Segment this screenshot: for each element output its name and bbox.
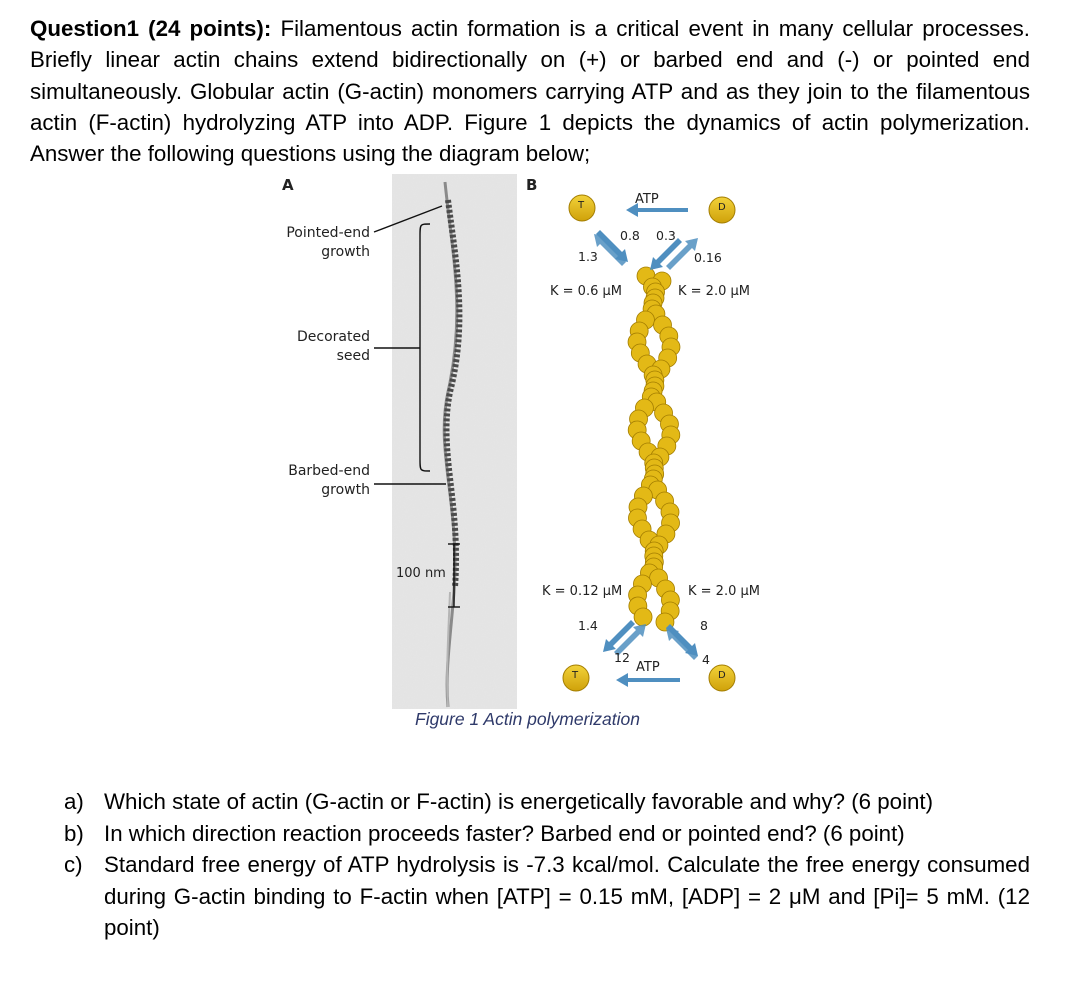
bottom-rate-off-t: 1.4 [578, 618, 598, 633]
figure-actin-polymerization: A B Pointed-end growth Decorated seed Ba… [270, 172, 790, 732]
micrograph-panel [392, 174, 517, 709]
question-c-marker: c) [64, 852, 83, 877]
top-atp-label: ATP [635, 192, 659, 207]
kinetic-arrows [594, 203, 698, 687]
top-t-monomer-label: T [578, 200, 585, 211]
top-d-monomer-label: D [718, 202, 726, 213]
bottom-rate-on-d: 8 [700, 618, 708, 633]
question-b-marker: b) [64, 820, 84, 846]
top-rate-on-d: 0.16 [694, 250, 722, 265]
question-b: b) In which direction reaction proceeds f… [64, 818, 1030, 850]
bottom-atp-label: ATP [636, 660, 660, 675]
top-rate-off-d: 0.3 [656, 228, 676, 243]
seed-bracket [373, 205, 446, 485]
question-a-marker: a) [64, 789, 84, 814]
scale-bar-label: 100 nm [396, 566, 446, 581]
decorated-seed-label: Decorated seed [297, 329, 370, 364]
panel-b-label: B [526, 176, 538, 194]
bottom-d-monomer-label: D [718, 670, 726, 681]
question-list: a) Which state of actin (G-actin or F-act… [64, 786, 1030, 944]
question-a-text: Which state of actin (G-actin or F-actin… [104, 789, 934, 814]
question-a: a) Which state of actin (G-actin or F-act… [64, 786, 1030, 818]
bottom-k-d: K = 2.0 μM [688, 584, 760, 599]
question-heading: Question1 (24 points): [30, 16, 272, 41]
scale-bar [448, 543, 460, 608]
free-monomers [562, 194, 736, 692]
bottom-k-t: K = 0.12 μM [542, 584, 623, 599]
bottom-rate-on-t: 12 [614, 650, 630, 665]
barbed-end-label: Barbed-end growth [288, 463, 370, 498]
panel-a-label: A [282, 176, 294, 194]
figure-graphic [373, 174, 736, 709]
top-rate-off-t: 0.8 [620, 228, 640, 243]
bottom-t-monomer-label: T [572, 670, 579, 681]
top-k-d: K = 2.0 μM [678, 284, 750, 299]
bottom-rate-off-d: 4 [702, 652, 710, 667]
question-text: Filamentous actin formation is a critica… [30, 16, 1031, 167]
actin-monomer [633, 607, 653, 627]
question-c: c) Standard free energy of ATP hydrolysis… [64, 849, 1030, 944]
pointed-end-label: Pointed-end growth [286, 225, 370, 260]
question-b-text: In which direction reaction proceeds fas… [104, 820, 905, 846]
top-rate-on-t: 1.3 [578, 249, 598, 264]
question-intro: Question1 (24 points): Filamentous actin… [30, 13, 1030, 169]
figure-caption: Figure 1 Actin polymerization [415, 709, 641, 729]
question-c-text: Standard free energy of ATP hydrolysis i… [104, 852, 1030, 940]
actin-filament [627, 266, 681, 632]
top-k-t: K = 0.6 μM [550, 284, 622, 299]
